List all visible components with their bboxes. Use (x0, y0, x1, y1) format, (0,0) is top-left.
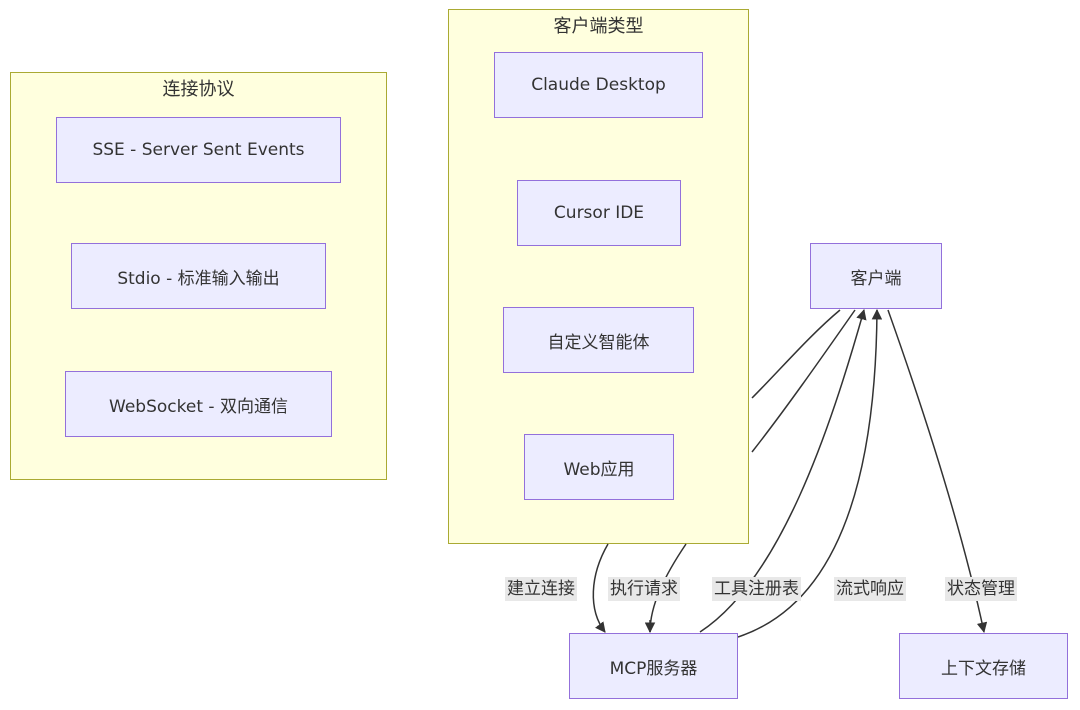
edge-tool-registry (699, 308, 867, 633)
cluster-title: 连接协议 (162, 79, 235, 100)
node-sse: SSE - Server Sent Events (56, 117, 341, 183)
edge-label-execute-request: 执行请求 (608, 577, 680, 601)
edge-client-to-cluster-2 (751, 309, 856, 453)
edge-label-streaming-response: 流式响应 (834, 577, 906, 601)
edge-client-to-cluster-1 (751, 309, 841, 399)
node-client: 客户端 (810, 243, 942, 309)
edge-label-state-management: 状态管理 (945, 577, 1017, 601)
node-custom-agent: 自定义智能体 (503, 307, 694, 373)
node-web-app: Web应用 (524, 434, 674, 500)
node-claude-desktop: Claude Desktop (494, 52, 703, 118)
edge-label-tool-registry: 工具注册表 (712, 577, 801, 601)
node-cursor-ide: Cursor IDE (517, 180, 681, 246)
node-websocket: WebSocket - 双向通信 (65, 371, 332, 437)
node-mcp-server: MCP服务器 (569, 633, 738, 699)
edge-label-establish-connection: 建立连接 (505, 577, 577, 601)
node-context-storage: 上下文存储 (899, 633, 1068, 699)
edge-streaming-response (737, 308, 883, 638)
cluster-title: 客户端类型 (553, 16, 644, 37)
edge-establish-connection (592, 543, 609, 633)
node-stdio: Stdio - 标准输入输出 (71, 243, 326, 309)
